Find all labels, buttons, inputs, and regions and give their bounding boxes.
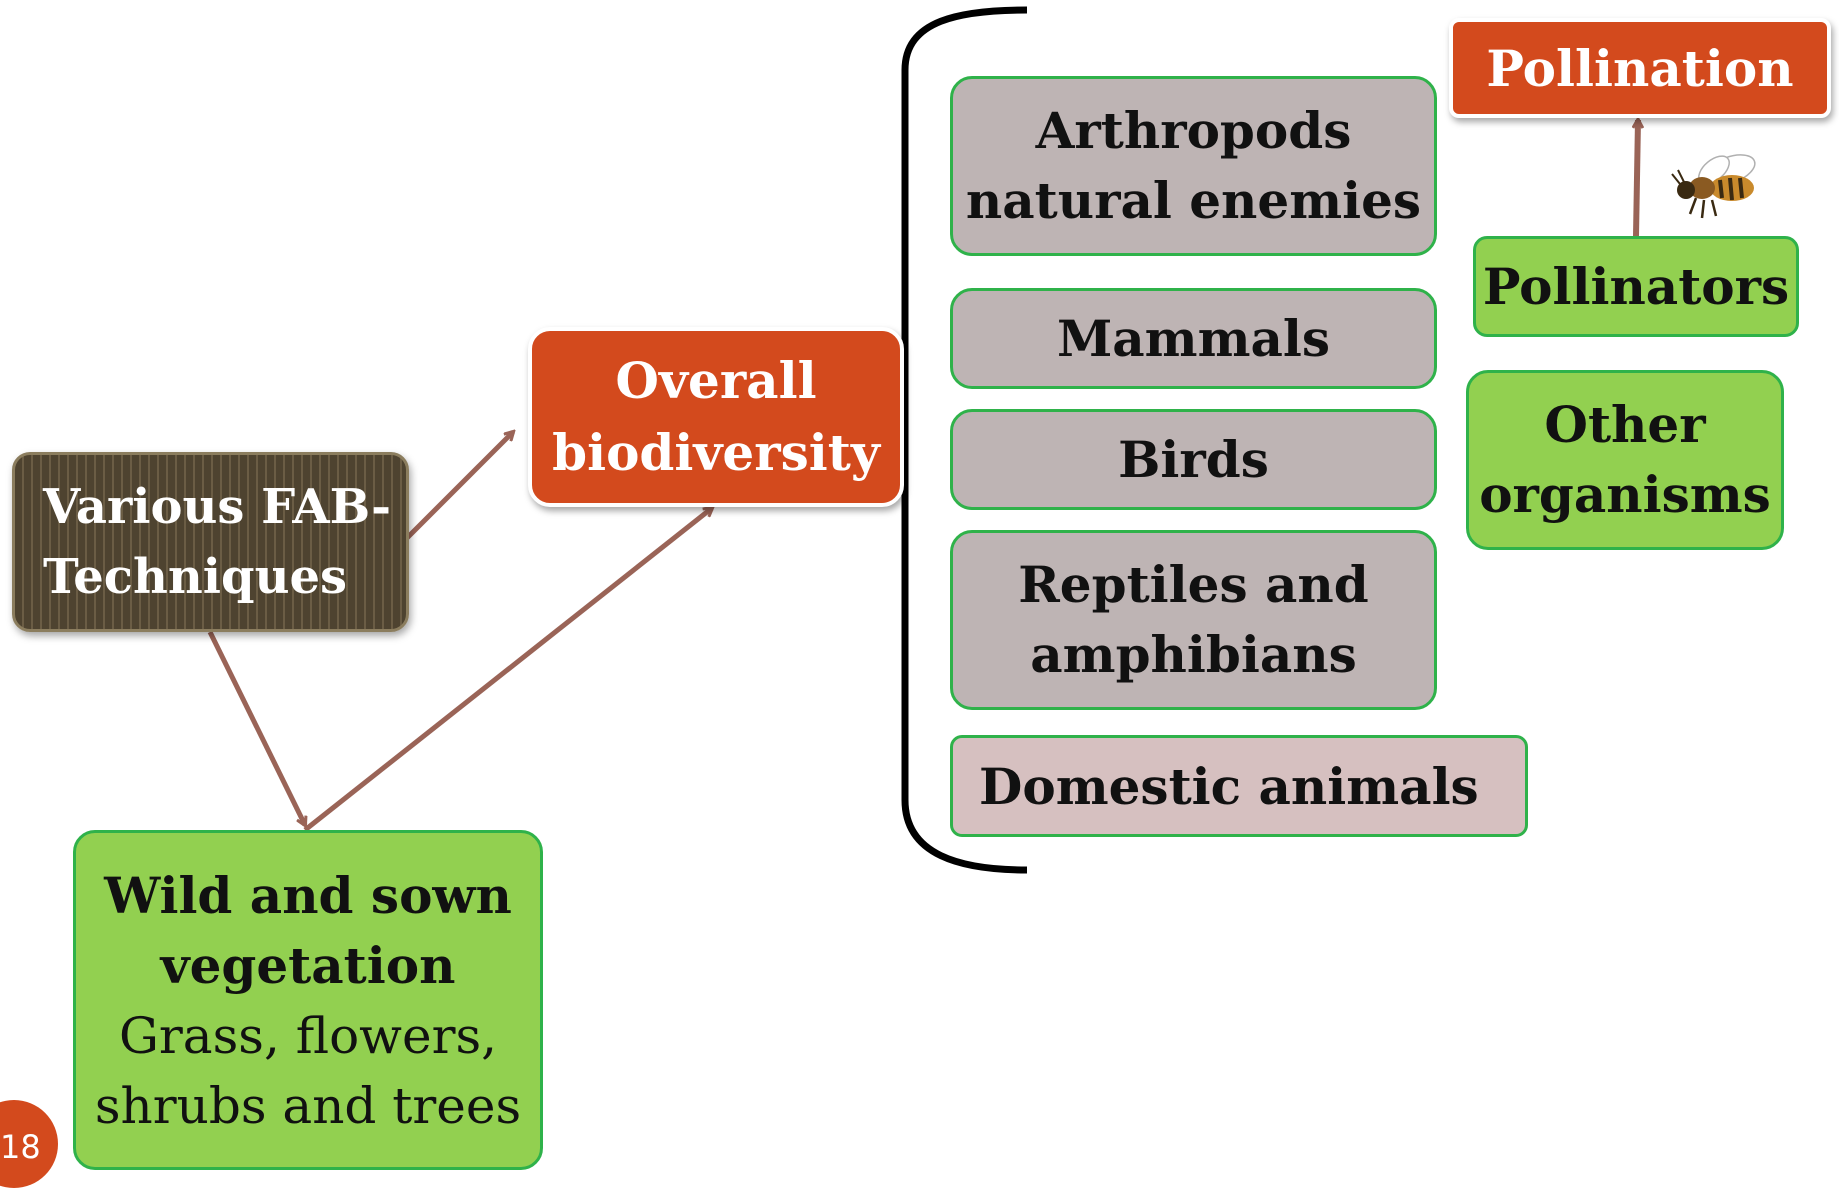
other-line-1: Other xyxy=(1544,390,1705,460)
arthropods-line-1: Arthropods xyxy=(1036,96,1352,166)
birds-label: Birds xyxy=(1118,430,1269,489)
vegetation-box: Wild and sown vegetation Grass, flowers,… xyxy=(73,830,543,1170)
pollinators-box: Pollinators xyxy=(1473,236,1799,337)
reptiles-box: Reptiles and amphibians xyxy=(950,530,1437,710)
vegetation-line-1: Wild and sown xyxy=(104,861,512,931)
arrow-pollinators-to-pollination xyxy=(1636,120,1638,236)
vegetation-line-2: vegetation xyxy=(161,931,456,1001)
fab-techniques-box: Various FAB- Techniques xyxy=(12,452,409,632)
pollination-box: Pollination xyxy=(1449,18,1831,118)
pollinators-label: Pollinators xyxy=(1483,257,1789,316)
bee-icon xyxy=(1672,149,1759,218)
mammals-box: Mammals xyxy=(950,288,1437,389)
other-line-2: organisms xyxy=(1479,460,1771,530)
overall-line-1: Overall xyxy=(615,345,816,417)
fab-line-1: Various FAB- xyxy=(43,472,391,542)
arthropods-box: Arthropods natural enemies xyxy=(950,76,1437,256)
vegetation-line-3: Grass, flowers, xyxy=(119,1001,497,1071)
domestic-label: Domestic animals xyxy=(979,757,1479,816)
slide-number: 18 xyxy=(0,1128,41,1166)
fab-line-2: Techniques xyxy=(43,542,347,612)
other-organisms-box: Other organisms xyxy=(1466,370,1784,550)
domestic-animals-box: Domestic animals xyxy=(950,735,1528,837)
arrow-fab-to-overall xyxy=(405,432,513,540)
reptiles-line-1: Reptiles and xyxy=(1018,550,1369,620)
arrow-fab-to-vegetation xyxy=(210,632,305,825)
overall-line-2: biodiversity xyxy=(552,417,880,489)
overall-biodiversity-box: Overall biodiversity xyxy=(528,327,904,507)
vegetation-line-4: shrubs and trees xyxy=(95,1071,521,1141)
mammals-label: Mammals xyxy=(1057,309,1330,368)
reptiles-line-2: amphibians xyxy=(1030,620,1356,690)
pollination-label: Pollination xyxy=(1486,39,1793,98)
birds-box: Birds xyxy=(950,409,1437,510)
arthropods-line-2: natural enemies xyxy=(966,166,1421,236)
